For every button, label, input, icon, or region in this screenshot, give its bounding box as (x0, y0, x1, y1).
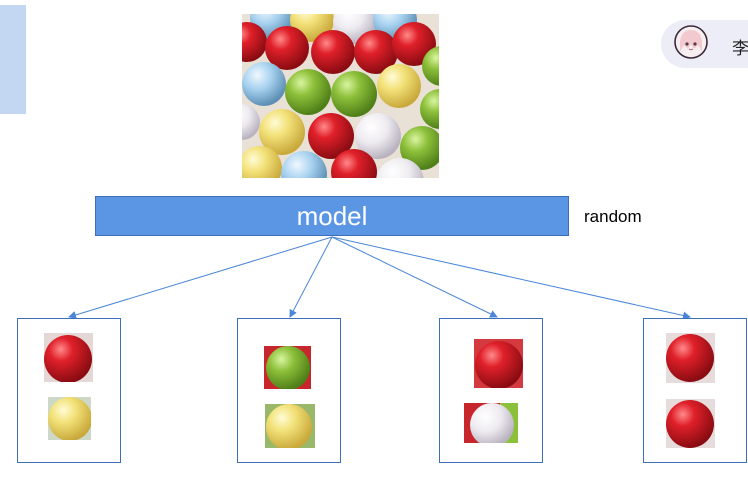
output-box-3 (439, 318, 543, 463)
red-ball-crop (666, 333, 715, 383)
arrow-to-output-2 (289, 236, 333, 318)
white-ball-crop (464, 403, 518, 443)
arrow-to-output-1 (68, 236, 333, 319)
avatar (674, 25, 708, 59)
output-box-1 (17, 318, 121, 463)
arrow-to-output-4 (331, 236, 691, 320)
yellow-ball-crop (265, 404, 315, 448)
random-label: random (584, 207, 642, 226)
side-panel-tab[interactable] (0, 5, 26, 114)
red-ball-crop (666, 399, 715, 448)
yellow-ball-crop (48, 397, 91, 440)
red-ball-crop (44, 333, 93, 382)
user-badge[interactable]: 李 (661, 20, 748, 68)
output-box-2 (237, 318, 341, 463)
arrow-to-output-3 (331, 236, 498, 318)
red-ball-crop (474, 339, 523, 388)
green-ball-crop (264, 346, 311, 389)
user-name: 李 (732, 39, 748, 58)
output-box-4 (643, 318, 747, 463)
candy-balls-image (242, 14, 439, 178)
model-box: model (95, 196, 569, 236)
model-label: model (296, 200, 368, 231)
